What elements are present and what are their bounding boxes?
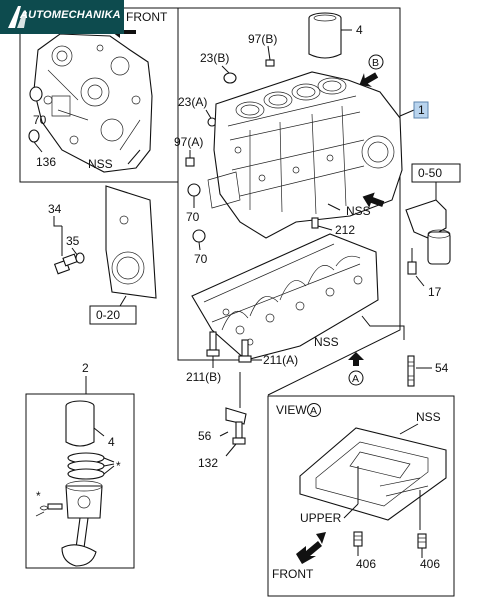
oil-pan-view-drawing xyxy=(299,427,447,521)
label-70b: 70 xyxy=(194,252,208,266)
rear-plate-drawing xyxy=(105,185,157,299)
piston-pin-clip xyxy=(35,503,63,517)
piston-inset xyxy=(25,393,135,569)
front-label-bottom: FRONT xyxy=(272,567,314,581)
plug-23b xyxy=(223,72,237,84)
drain-plug-34 xyxy=(53,253,78,275)
label-17: 17 xyxy=(428,285,442,299)
site-logo: AUTOMECHANIKA xyxy=(0,0,124,34)
label-35: 35 xyxy=(66,234,80,248)
label-0-50: 0-50 xyxy=(418,166,442,180)
label-97b: 97(B) xyxy=(248,32,277,46)
label-nss-view: NSS xyxy=(416,410,441,424)
bolt-212 xyxy=(311,217,319,229)
view-a-inset xyxy=(267,395,455,597)
label-nss-inset: NSS xyxy=(88,157,113,171)
front-cover-drawing xyxy=(33,33,153,173)
label-56: 56 xyxy=(198,429,212,443)
oil-filter-drawing xyxy=(405,199,451,265)
front-label-top: FRONT xyxy=(126,10,168,24)
label-211b: 211(B) xyxy=(186,370,221,384)
seal-ring-136 xyxy=(28,129,40,143)
label-4-piston: 4 xyxy=(108,435,115,449)
label-4-top: 4 xyxy=(356,23,363,37)
bolt-211a xyxy=(238,339,252,363)
label-406b: 406 xyxy=(420,557,440,571)
plug-97a xyxy=(185,157,195,167)
piston-and-rod xyxy=(61,480,103,567)
label-1: 1 xyxy=(418,103,425,117)
a-marker-label: A xyxy=(352,373,359,385)
plug-406b xyxy=(417,533,427,549)
upper-label: UPPER xyxy=(300,511,342,525)
stud-54 xyxy=(407,355,415,387)
bolt-211b xyxy=(206,331,220,357)
star-marker-1: * xyxy=(116,459,121,473)
sensor-17 xyxy=(407,261,417,275)
washer-35 xyxy=(75,252,85,264)
logo-a-mark-icon xyxy=(8,6,27,28)
label-212: 212 xyxy=(335,223,355,237)
label-406a: 406 xyxy=(356,557,376,571)
label-23b: 23(B) xyxy=(200,51,229,65)
a-marker-circle xyxy=(348,370,364,386)
label-34: 34 xyxy=(48,202,62,216)
plug-406a xyxy=(353,531,363,547)
view-a-circle xyxy=(307,403,321,417)
cylinder-liner-piston xyxy=(65,400,95,447)
part-1-highlight-box xyxy=(413,101,429,119)
label-0-20: 0-20 xyxy=(96,308,120,322)
cylinder-block-drawing xyxy=(207,71,403,239)
label-70-inset: 70 xyxy=(33,113,47,127)
piston-rings xyxy=(67,452,105,480)
direction-arrow-front-icon xyxy=(296,532,326,564)
direction-arrow-left-icon xyxy=(362,192,385,208)
label-211a: 211(A) xyxy=(263,353,298,367)
main-frame-inner xyxy=(177,182,262,361)
seal-ring-70-inset xyxy=(29,86,43,102)
b-marker-circle xyxy=(368,54,384,70)
view-a-circle-label: A xyxy=(310,405,317,417)
label-136: 136 xyxy=(36,155,56,169)
view-a-label: VIEW xyxy=(276,403,307,417)
label-54: 54 xyxy=(435,361,449,375)
crankcase-drawing xyxy=(191,233,379,361)
cylinder-liner-top xyxy=(308,12,342,59)
star-marker-2: * xyxy=(36,489,41,503)
label-2: 2 xyxy=(82,361,89,375)
up-arrow-a-icon xyxy=(348,352,364,366)
plug-97b xyxy=(265,59,275,67)
logo-text: AUTOMECHANIKA xyxy=(20,9,121,21)
label-132: 132 xyxy=(198,456,218,470)
seal-ring-70b xyxy=(192,229,206,243)
b-marker-label: B xyxy=(372,57,379,69)
label-nss-block: NSS xyxy=(346,204,371,218)
label-70a: 70 xyxy=(186,210,200,224)
label-box-0-20 xyxy=(89,305,137,325)
seal-ring-70a xyxy=(187,183,201,197)
label-nss-crank: NSS xyxy=(314,335,339,349)
bracket-56 xyxy=(225,407,247,445)
label-97a: 97(A) xyxy=(174,135,203,149)
label-23a: 23(A) xyxy=(178,95,207,109)
direction-arrow-b-icon xyxy=(359,72,379,87)
